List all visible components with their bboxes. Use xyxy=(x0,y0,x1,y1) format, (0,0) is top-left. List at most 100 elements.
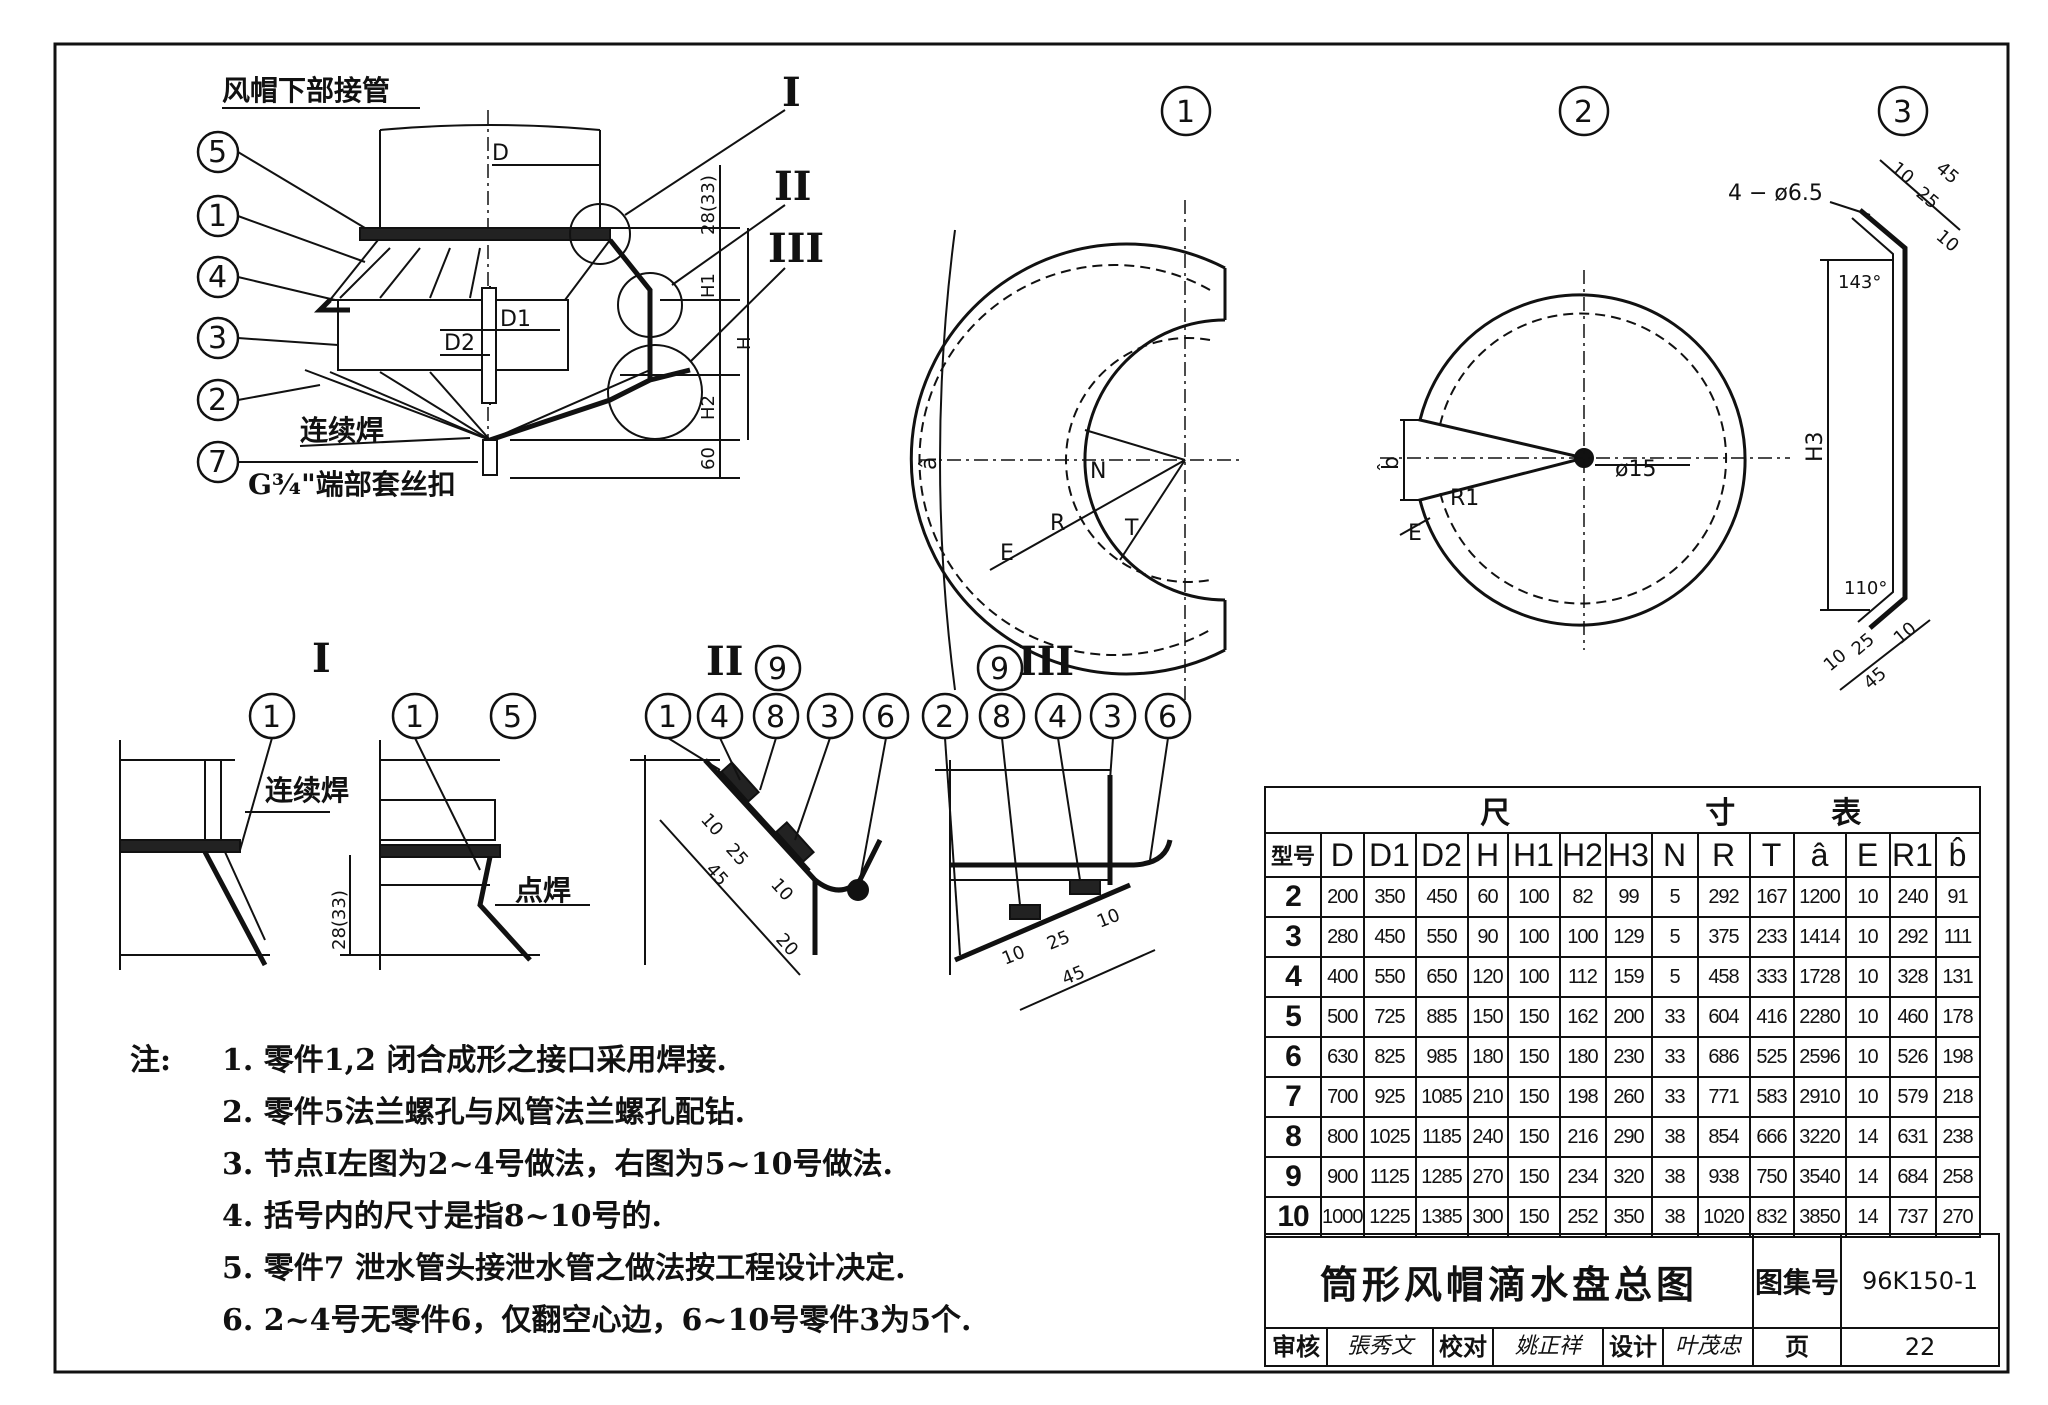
table-cell: 14 xyxy=(1844,1196,1891,1238)
table-cell: 167 xyxy=(1748,876,1795,918)
table-cell: 583 xyxy=(1748,1076,1795,1118)
view3-holes: 4 − ø6.5 xyxy=(1728,181,1823,206)
table-cell: 178 xyxy=(1934,996,1981,1038)
main-assembly-view: 风帽下部接管 D D1 D2 xyxy=(196,69,824,501)
table-title-chi: 尺 xyxy=(1480,796,1513,831)
detail3-d45: 45 xyxy=(1059,962,1088,990)
table-cell: 550 xyxy=(1362,956,1417,998)
detail-circle-II xyxy=(617,272,683,338)
table-cell: 684 xyxy=(1888,1156,1937,1198)
design-label: 设计 xyxy=(1602,1327,1664,1367)
detail1-callout-1b: 1 xyxy=(405,700,424,735)
table-cell: 800 xyxy=(1320,1116,1365,1158)
table-cell: 10 xyxy=(1844,956,1891,998)
table-cell: 5 xyxy=(1650,916,1699,958)
view2-b: b̂ xyxy=(1378,456,1404,470)
view3-d10d: 10 xyxy=(1890,618,1921,649)
table-cell: 10 xyxy=(1844,876,1891,918)
table-cell: 200 xyxy=(1604,996,1653,1038)
drawing-title: 筒形风帽滴水盘总图 xyxy=(1264,1233,1754,1329)
table-cell: 14 xyxy=(1844,1156,1891,1198)
detail3-callout-2: 2 xyxy=(935,700,954,735)
note-5: 5. 零件7 泄水管头接泄水管之做法按工程设计决定. xyxy=(222,1251,906,1286)
view-1-half-ring: 1 R N T E â xyxy=(909,85,1240,720)
table-model-cell: 6 xyxy=(1264,1036,1322,1078)
table-cell: 100 xyxy=(1506,956,1561,998)
table-cell: 1085 xyxy=(1414,1076,1469,1118)
detail1-mark: I xyxy=(312,635,331,682)
table-cell: 3540 xyxy=(1792,1156,1847,1198)
detail3-callout-3: 3 xyxy=(1103,700,1122,735)
view1-a: â xyxy=(917,457,942,470)
table-cell: 33 xyxy=(1650,1076,1699,1118)
detail-circle-I xyxy=(569,203,631,265)
table-cell: 3220 xyxy=(1792,1116,1847,1158)
detail2-d10: 10 xyxy=(696,809,727,840)
table-cell: 198 xyxy=(1934,1036,1981,1078)
dim-28: 28(33) xyxy=(698,175,719,235)
table-cell: 630 xyxy=(1320,1036,1365,1078)
detail3-d25: 25 xyxy=(1044,927,1073,955)
dim-D2: D2 xyxy=(444,331,475,356)
table-title-cun: 寸 xyxy=(1705,796,1738,831)
table-cell: 150 xyxy=(1506,1196,1561,1238)
table-cell: 91 xyxy=(1934,876,1981,918)
table-cell: 938 xyxy=(1696,1156,1751,1198)
view3-H3: H3 xyxy=(1803,431,1828,462)
atlas-number: 96K150-1 xyxy=(1840,1233,2000,1329)
table-cell: 150 xyxy=(1506,1116,1561,1158)
table-cell: 218 xyxy=(1934,1076,1981,1118)
dim-60: 60 xyxy=(698,447,719,470)
dim-D: D xyxy=(492,141,509,166)
table-cell: 90 xyxy=(1466,916,1509,958)
table-model-cell: 9 xyxy=(1264,1156,1322,1198)
table-header-cell: D xyxy=(1320,832,1365,878)
table-cell: 631 xyxy=(1888,1116,1937,1158)
table-cell: 300 xyxy=(1466,1196,1509,1238)
table-cell: 5 xyxy=(1650,956,1699,998)
sheet-border xyxy=(53,42,2010,1374)
detail1-callout-1a: 1 xyxy=(262,700,281,735)
table-cell: 38 xyxy=(1650,1196,1699,1238)
table-cell: 150 xyxy=(1506,1036,1561,1078)
table-cell: 290 xyxy=(1604,1116,1653,1158)
table-cell: 270 xyxy=(1934,1196,1981,1238)
table-cell: 885 xyxy=(1414,996,1469,1038)
table-cell: 10 xyxy=(1844,1076,1891,1118)
table-cell: 604 xyxy=(1696,996,1751,1038)
table-cell: 1385 xyxy=(1414,1196,1469,1238)
table-cell: 350 xyxy=(1604,1196,1653,1238)
table-cell: 1200 xyxy=(1792,876,1847,918)
table-cell: 350 xyxy=(1362,876,1417,918)
table-cell: 38 xyxy=(1650,1156,1699,1198)
table-cell: 750 xyxy=(1748,1156,1795,1198)
view-2-disc: 2 b̂ R1 E ø15 xyxy=(1378,85,1790,650)
table-cell: 292 xyxy=(1696,876,1751,918)
detail3-callout-4: 4 xyxy=(1048,700,1067,735)
table-cell: 10 xyxy=(1844,1036,1891,1078)
table-header-cell: T xyxy=(1748,832,1795,878)
view3-ang1: 143° xyxy=(1838,272,1881,293)
table-cell: 150 xyxy=(1466,996,1509,1038)
design-signature: 叶茂忠 xyxy=(1662,1327,1754,1367)
detail2-d25: 25 xyxy=(721,839,752,870)
detail1-callout-5: 5 xyxy=(503,700,522,735)
table-cell: 14 xyxy=(1844,1116,1891,1158)
table-cell: 1414 xyxy=(1792,916,1847,958)
atlas-label: 图集号 xyxy=(1752,1233,1842,1329)
view1-N: N xyxy=(1090,459,1106,484)
table-cell: 60 xyxy=(1466,876,1509,918)
thread-note: G¾"端部套丝扣 xyxy=(248,468,456,501)
table-header-cell: D2 xyxy=(1414,832,1469,878)
table-cell: 725 xyxy=(1362,996,1417,1038)
table-model-cell: 3 xyxy=(1264,916,1322,958)
detail2-d20: 20 xyxy=(771,929,802,960)
table-cell: 99 xyxy=(1604,876,1653,918)
table-cell: 5 xyxy=(1650,876,1699,918)
